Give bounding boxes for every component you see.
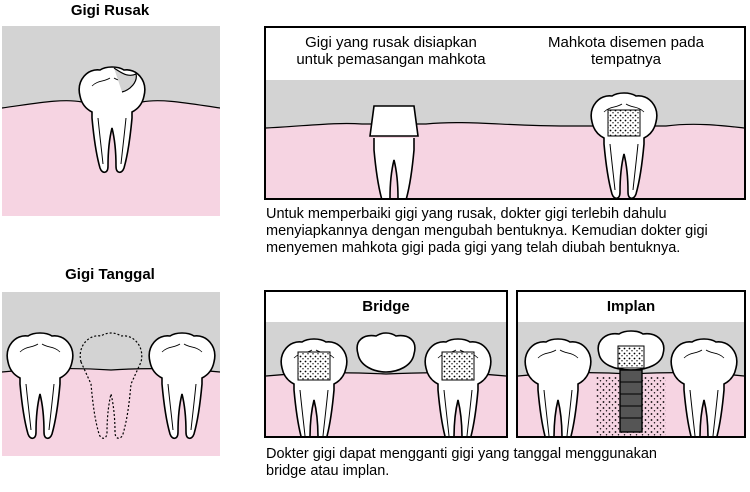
damaged-tooth-title: Gigi Rusak: [70, 2, 150, 19]
crown-caption: Untuk memperbaiki gigi yang rusak, dokte…: [266, 206, 708, 256]
implant-panel: Implan: [516, 290, 746, 438]
prepared-tooth-label: Gigi yang rusak disiapkan untuk pemasang…: [296, 34, 486, 68]
missing-tooth-illustration: [2, 292, 220, 456]
implant-title: Implan: [606, 298, 656, 315]
bridge-panel: Bridge: [264, 290, 508, 438]
bridge-title: Bridge: [362, 298, 410, 315]
damaged-tooth-illustration: [2, 26, 220, 216]
cemented-crown-label: Mahkota disemen pada tempatnya: [548, 34, 704, 68]
missing-tooth-title: Gigi Tanggal: [65, 266, 155, 283]
crown-panel: Gigi yang rusak disiapkan untuk pemasang…: [264, 26, 746, 200]
replace-caption: Dokter gigi dapat mengganti gigi yang ta…: [266, 446, 657, 479]
